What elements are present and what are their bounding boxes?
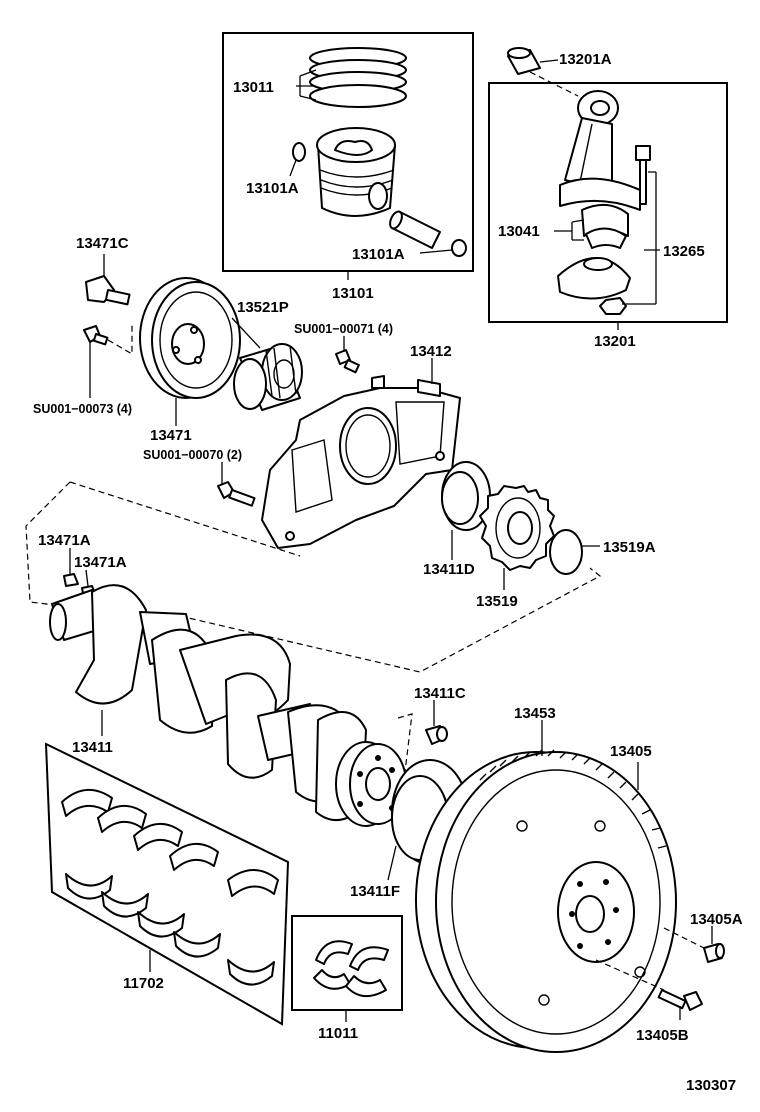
piston-pin[interactable] [388,210,441,249]
woodruff-key-1[interactable] [63,573,79,587]
label-13471c: 13471C [76,235,129,252]
flywheel-dowel[interactable] [703,943,725,963]
snap-ring-lower[interactable] [451,239,467,257]
label-13101a-ring: 13101A [246,180,299,197]
rod-nut[interactable] [599,297,627,315]
label-13201: 13201 [594,333,636,350]
label-13041: 13041 [498,223,540,240]
label-13201a: 13201A [559,51,612,68]
pulley-bolt[interactable] [85,275,131,306]
connecting-rod[interactable] [559,90,641,211]
label-11011: 11011 [318,1025,358,1042]
label-13265: 13265 [663,243,705,260]
main-bearings[interactable] [61,789,279,986]
bolt-su001-00073[interactable] [83,325,109,346]
label-13411: 13411 [72,739,113,756]
thrust-washer-box [291,915,403,1011]
crankshaft-timing-gear[interactable] [233,343,303,411]
label-13011: 13011 [233,79,274,96]
rod-bolt[interactable] [635,145,651,205]
connecting-rod-box [488,82,728,323]
bolt-su001-00070[interactable] [217,481,256,507]
snap-ring-upper[interactable] [292,142,306,162]
label-su001-00070: SU001−00070 (2) [143,448,242,462]
label-13471a-2: 13471A [74,554,127,571]
rear-oil-seal-retainer[interactable] [261,375,461,549]
label-13519: 13519 [476,593,518,610]
piston[interactable] [316,127,396,217]
flywheel-bolt[interactable] [657,989,703,1011]
label-13521p: 13521P [237,299,289,316]
label-13519a: 13519A [603,539,656,556]
o-ring[interactable] [549,529,583,575]
label-11702: 11702 [123,975,164,992]
label-su001-00073: SU001−00073 (4) [33,402,132,416]
label-13411d: 13411D [423,561,475,578]
flywheel[interactable] [415,749,677,1053]
label-13471: 13471 [150,427,192,444]
label-13411f: 13411F [350,883,400,900]
label-13412: 13412 [410,343,452,360]
diagram-id: 130307 [686,1077,736,1094]
bolt-su001-00071[interactable] [335,349,360,374]
crankshaft-sprocket[interactable] [479,485,555,571]
label-13405b: 13405B [636,1027,689,1044]
piston-rings[interactable] [309,47,407,108]
connecting-rod-cap[interactable] [557,257,631,300]
label-13405a: 13405A [690,911,743,928]
label-13101a-pin: 13101A [352,246,405,263]
label-su001-00071: SU001−00071 (4) [294,322,393,336]
label-13405: 13405 [610,743,652,760]
crankshaft-pulley[interactable] [139,277,241,399]
label-13453: 13453 [514,705,556,722]
main-bearing-panel [44,742,290,1026]
connecting-rod-bearing[interactable] [581,203,629,249]
crankshaft[interactable] [49,584,407,827]
label-13411c: 13411C [414,685,466,702]
label-13471a-1: 13471A [38,532,91,549]
front-oil-seal[interactable] [441,461,491,531]
connecting-rod-bushing[interactable] [507,47,541,75]
pilot-bushing[interactable] [425,725,448,745]
thrust-washers[interactable] [313,940,389,997]
label-13101: 13101 [332,285,374,302]
